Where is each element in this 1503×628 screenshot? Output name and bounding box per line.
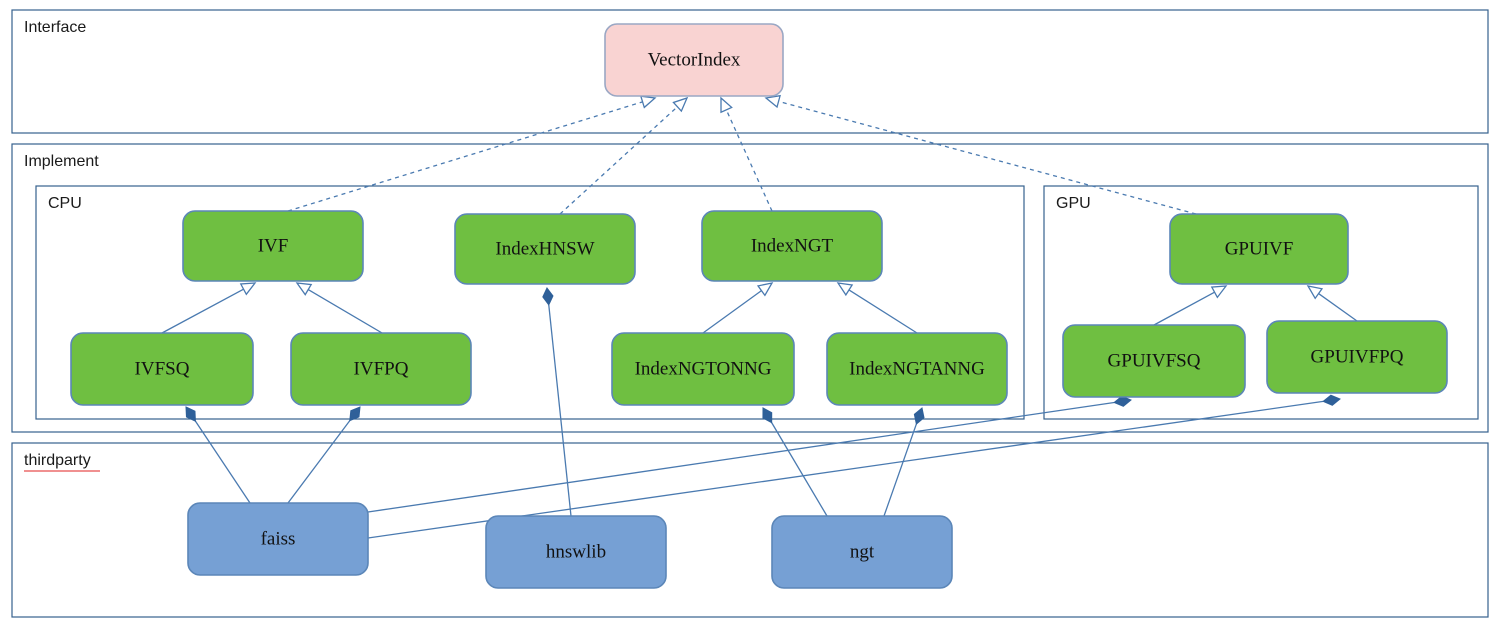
edge-line-composition (771, 422, 828, 517)
edge-indexngtanng-to-indexngt[interactable] (836, 282, 918, 334)
edge-line-inheritance (1153, 291, 1215, 326)
node-box-gpuivf (1169, 213, 1349, 285)
group-label-interface: Interface (24, 19, 86, 36)
edge-ngt-to-indexngtonng[interactable] (762, 407, 828, 517)
edge-line-composition (194, 420, 251, 504)
node-indexngtonng[interactable]: IndexNGTONNG (611, 332, 795, 406)
node-gpuivfpq[interactable]: GPUIVFPQ (1266, 320, 1448, 394)
inheritance-arrowhead-icon (1210, 285, 1228, 299)
node-label-indexngtonng: IndexNGTONNG (635, 358, 772, 379)
edge-line-composition (548, 304, 572, 517)
group-label-thirdparty: thirdparty (24, 452, 91, 469)
edge-line-inheritance (702, 290, 762, 334)
node-label-hnswlib: hnswlib (546, 541, 606, 562)
node-label-ivfpq: IVFPQ (354, 358, 409, 379)
node-label-indexhnsw: IndexHNSW (495, 238, 594, 259)
edge-line-realization (287, 101, 643, 212)
node-label-vectorindex: VectorIndex (648, 49, 741, 70)
node-faiss[interactable]: faiss (187, 502, 369, 576)
edge-ivfsq-to-ivf[interactable] (161, 282, 257, 334)
node-box-indexngt (701, 210, 883, 282)
edge-indexngt-to-vectorindex[interactable] (720, 96, 773, 212)
node-box-ivfpq (290, 332, 472, 406)
inheritance-arrowhead-icon (764, 94, 781, 109)
composition-diamond-icon (762, 407, 773, 424)
node-hnswlib[interactable]: hnswlib (485, 515, 667, 589)
edge-ivf-to-vectorindex[interactable] (287, 95, 657, 212)
node-indexngtanng[interactable]: IndexNGTANNG (826, 332, 1008, 406)
edge-line-realization (725, 109, 773, 212)
edge-line-inheritance (1318, 293, 1358, 322)
edge-line-composition (367, 401, 1115, 513)
edge-ivfpq-to-ivf[interactable] (295, 282, 383, 334)
edge-ngt-to-indexngtanng[interactable] (883, 407, 925, 517)
inheritance-arrowhead-icon (836, 282, 854, 297)
node-indexngt[interactable]: IndexNGT (701, 210, 883, 282)
node-box-vectorindex (604, 23, 784, 97)
node-ivfsq[interactable]: IVFSQ (70, 332, 254, 406)
group-label-implement: Implement (24, 153, 99, 170)
node-box-indexhnsw (454, 213, 636, 285)
edge-line-composition (287, 420, 351, 504)
inheritance-arrowhead-icon (672, 96, 689, 113)
composition-diamond-icon (185, 406, 196, 422)
edge-gpuivfsq-to-gpuivf[interactable] (1153, 285, 1228, 326)
node-label-indexngt: IndexNGT (751, 235, 834, 256)
inheritance-arrowhead-icon (295, 282, 313, 296)
edge-line-inheritance (161, 288, 244, 334)
node-box-hnswlib (485, 515, 667, 589)
edge-faiss-to-ivfpq[interactable] (287, 406, 361, 504)
node-gpuivf[interactable]: GPUIVF (1169, 213, 1349, 285)
node-vectorindex[interactable]: VectorIndex (604, 23, 784, 97)
edge-line-composition (883, 423, 917, 517)
node-gpuivfsq[interactable]: GPUIVFSQ (1062, 324, 1246, 398)
node-box-ngt (771, 515, 953, 589)
edge-hnswlib-to-indexhnsw[interactable] (542, 287, 572, 517)
inheritance-arrowhead-icon (1306, 285, 1324, 300)
edge-gpuivf-to-vectorindex[interactable] (764, 94, 1197, 215)
inheritance-arrowhead-icon (639, 95, 657, 109)
node-box-indexngtonng (611, 332, 795, 406)
node-box-gpuivfsq (1062, 324, 1246, 398)
group-label-cpu: CPU (48, 195, 82, 212)
edge-indexngtonng-to-indexngt[interactable] (702, 282, 774, 334)
edge-gpuivfpq-to-gpuivf[interactable] (1306, 285, 1358, 322)
inheritance-arrowhead-icon (239, 282, 257, 296)
composition-diamond-icon (542, 287, 554, 306)
edge-line-realization (559, 106, 678, 215)
group-label-gpu: GPU (1056, 195, 1091, 212)
inheritance-arrowhead-icon (756, 282, 774, 297)
node-label-gpuivfpq: GPUIVFPQ (1311, 346, 1404, 367)
node-ivf[interactable]: IVF (182, 210, 364, 282)
node-label-gpuivfsq: GPUIVFSQ (1108, 350, 1201, 371)
inheritance-arrowhead-icon (720, 96, 733, 114)
node-label-indexngtanng: IndexNGTANNG (849, 358, 985, 379)
edge-line-inheritance (848, 289, 918, 334)
node-ngt[interactable]: ngt (771, 515, 953, 589)
composition-diamond-icon (913, 407, 925, 425)
node-box-indexngtanng (826, 332, 1008, 406)
edge-line-realization (778, 100, 1197, 215)
edge-indexhnsw-to-vectorindex[interactable] (559, 96, 689, 215)
node-label-ngt: ngt (850, 541, 875, 562)
node-ivfpq[interactable]: IVFPQ (290, 332, 472, 406)
node-box-gpuivfpq (1266, 320, 1448, 394)
node-box-ivfsq (70, 332, 254, 406)
node-indexhnsw[interactable]: IndexHNSW (454, 213, 636, 285)
node-label-faiss: faiss (261, 528, 296, 549)
node-box-ivf (182, 210, 364, 282)
node-label-ivfsq: IVFSQ (135, 358, 190, 379)
node-label-gpuivf: GPUIVF (1225, 238, 1294, 259)
edge-line-inheritance (307, 289, 383, 334)
composition-diamond-icon (349, 406, 361, 422)
node-label-ivf: IVF (258, 235, 289, 256)
composition-diamond-icon (1322, 394, 1341, 406)
edge-faiss-to-ivfsq[interactable] (185, 406, 251, 504)
node-box-faiss (187, 502, 369, 576)
